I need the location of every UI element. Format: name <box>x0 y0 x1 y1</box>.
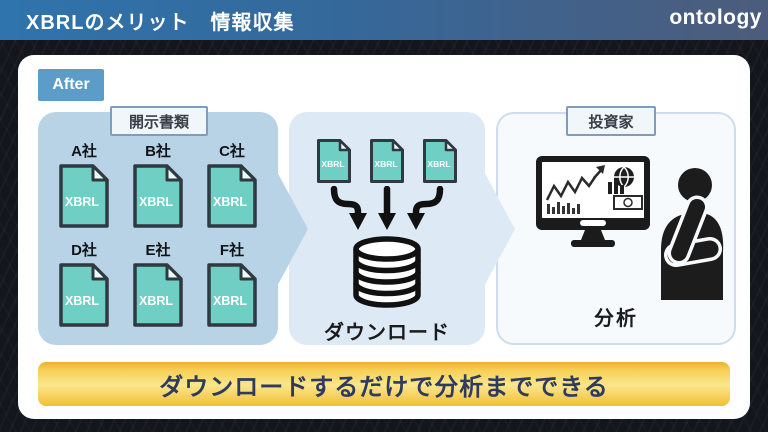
xbrl-document-icon: XBRL <box>370 139 404 183</box>
xbrl-document-icon: XBRL <box>207 164 257 228</box>
svg-text:XBRL: XBRL <box>427 159 450 169</box>
disclosure-panel: A社 XBRL B社 XBRL C社 <box>38 112 278 345</box>
svg-text:XBRL: XBRL <box>374 159 397 169</box>
after-badge: After <box>38 69 104 101</box>
doc-cell-c: C社 XBRL <box>200 140 264 229</box>
header-bar: XBRLのメリット 情報収集 <box>0 0 768 40</box>
analysis-label: 分析 <box>594 308 638 330</box>
company-label: F社 <box>219 242 245 259</box>
company-label: A社 <box>71 143 97 160</box>
page-title: XBRLのメリット 情報収集 <box>26 11 295 34</box>
doc-cell-f: F社 XBRL <box>200 239 264 328</box>
xbrl-document-icon: XBRL <box>133 263 183 327</box>
monitor-chart-icon <box>536 156 650 247</box>
mini-docs-row: XBRL XBRL XBRL <box>316 138 458 184</box>
doc-cell-e: E社 XBRL <box>126 239 190 328</box>
company-label: E社 <box>145 242 171 259</box>
xbrl-document-icon: XBRL <box>423 139 457 183</box>
database-icon <box>353 236 421 308</box>
xbrl-document-icon: XBRL <box>207 263 257 327</box>
investor-person-icon <box>661 168 724 300</box>
xbrl-document-icon: XBRL <box>133 164 183 228</box>
xbrl-document-icon: XBRL <box>59 164 109 228</box>
doc-cell-a: A社 XBRL <box>52 140 116 229</box>
company-label: B社 <box>145 143 171 160</box>
summary-banner: ダウンロードするだけで分析までできる <box>38 362 730 406</box>
svg-text:XBRL: XBRL <box>65 195 99 209</box>
download-label: ダウンロード <box>324 322 450 344</box>
download-panel: XBRL XBRL XBRL <box>289 112 485 345</box>
svg-text:XBRL: XBRL <box>213 195 247 209</box>
doc-cell-b: B社 XBRL <box>126 140 190 229</box>
svg-text:XBRL: XBRL <box>139 294 173 308</box>
svg-text:XBRL: XBRL <box>321 159 344 169</box>
doc-cell-d: D社 XBRL <box>52 239 116 328</box>
investor-tag: 投資家 <box>566 106 656 136</box>
xbrl-document-icon: XBRL <box>59 263 109 327</box>
ontology-logo: ontology <box>669 6 762 29</box>
svg-text:XBRL: XBRL <box>213 294 247 308</box>
svg-text:XBRL: XBRL <box>139 195 173 209</box>
company-label: D社 <box>71 242 97 259</box>
svg-text:XBRL: XBRL <box>65 294 99 308</box>
disclosure-docs-grid: A社 XBRL B社 XBRL C社 <box>52 140 264 328</box>
download-arrows-icon <box>330 186 444 230</box>
disclosure-tag: 開示書類 <box>110 106 208 136</box>
xbrl-document-icon: XBRL <box>317 139 351 183</box>
main-card: After A社 XBRL B社 XBRL <box>18 55 750 419</box>
analysis-panel: 分析 <box>496 112 736 345</box>
company-label: C社 <box>219 143 245 160</box>
